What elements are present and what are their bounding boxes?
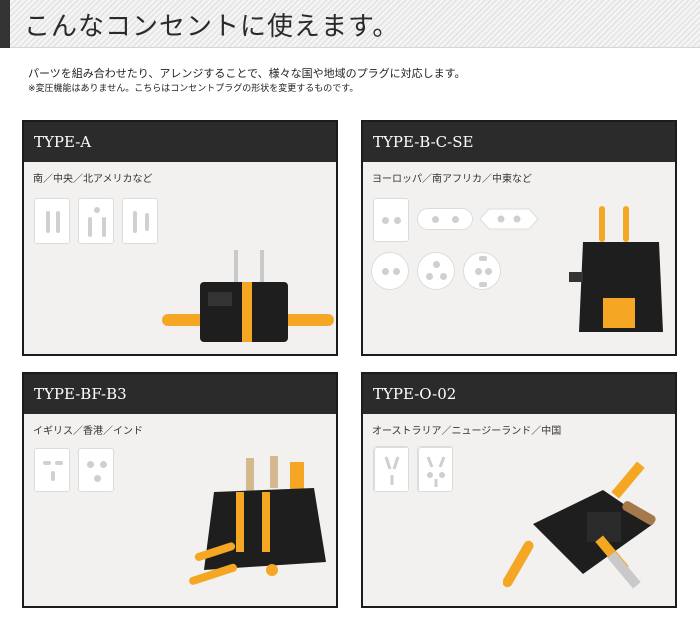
- panel-title: TYPE-B-C-SE: [363, 122, 675, 162]
- panel-region: オーストラリア／ニュージーランド／中国: [372, 426, 562, 437]
- plug-type-o-image: [503, 461, 656, 589]
- section-header: こんなコンセントに使えます。: [0, 0, 700, 48]
- section-title: こんなコンセントに使えます。: [24, 12, 400, 42]
- socket-type-b3-icon: [78, 448, 114, 492]
- panel-region: 南／中央／北アメリカなど: [33, 174, 153, 185]
- socket-type-o-dual-icon: [417, 446, 453, 492]
- socket-type-b3-round-icon: [417, 252, 455, 290]
- panel-title: TYPE-O-02: [363, 374, 675, 414]
- intro-text: パーツを組み合わせたり、アレンジすることで、様々な国や地域のプラグに対応します。…: [28, 66, 668, 96]
- plug-type-bf-image: [189, 456, 326, 585]
- socket-type-c-square-icon: [373, 198, 409, 242]
- panel-region: ヨーロッパ／南アフリカ／中東など: [372, 174, 532, 185]
- socket-type-o-icon: [373, 446, 409, 492]
- socket-type-c-hex-icon: [479, 208, 539, 230]
- panel-title: TYPE-BF-B3: [24, 374, 336, 414]
- panel-region: イギリス／香港／インド: [33, 426, 143, 437]
- socket-type-se-round-icon: [371, 252, 409, 290]
- socket-type-c-oval-icon: [417, 208, 473, 230]
- panel-type-a: TYPE-A 南／中央／北アメリカなど: [22, 120, 338, 356]
- header-accent-bar: [0, 0, 10, 48]
- panel-title: TYPE-A: [24, 122, 336, 162]
- panel-type-b-c-se: TYPE-B-C-SE ヨーロッパ／南アフリカ／中東など: [361, 120, 677, 356]
- plug-type-c-image: [569, 206, 663, 332]
- plug-type-a-image: [162, 250, 334, 342]
- panel-type-o-02: TYPE-O-02 オーストラリア／ニュージーランド／中国: [361, 372, 677, 608]
- socket-type-schuko-round-icon: [463, 252, 501, 290]
- socket-type-a-ground-icon: [78, 198, 114, 244]
- intro-note: ※変圧機能はありません。こちらはコンセントプラグの形状を変更するものです。: [28, 84, 359, 94]
- intro-description: パーツを組み合わせたり、アレンジすることで、様々な国や地域のプラグに対応します。: [28, 67, 466, 80]
- socket-type-a-flat-icon: [34, 198, 70, 244]
- socket-type-bf-icon: [34, 448, 70, 492]
- socket-type-a-polarized-icon: [122, 198, 158, 244]
- panel-type-bf-b3: TYPE-BF-B3 イギリス／香港／インド: [22, 372, 338, 608]
